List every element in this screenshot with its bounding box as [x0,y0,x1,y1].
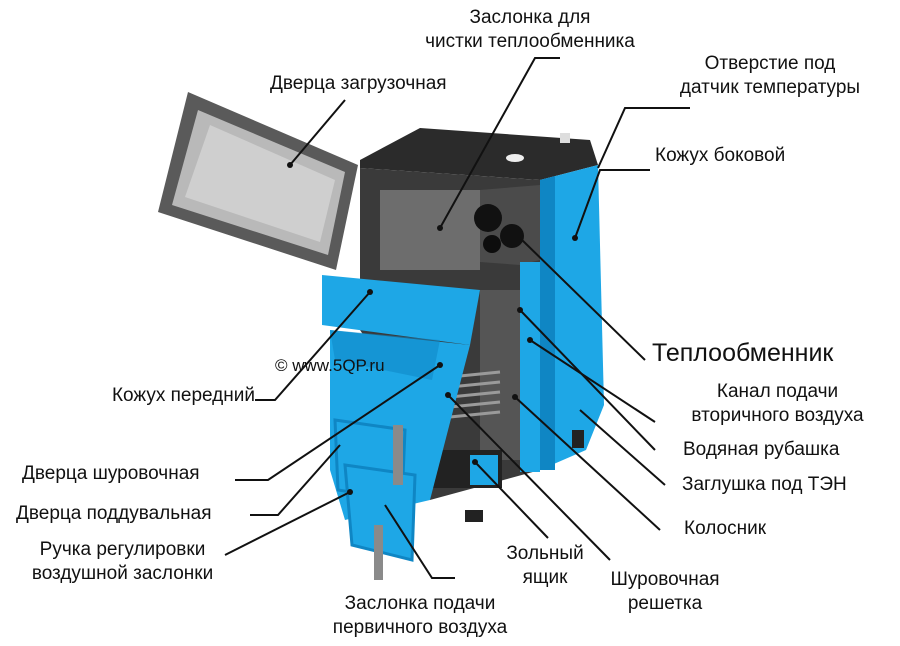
lower-chamber [480,290,520,460]
ash-door [343,463,417,562]
label-secondary-air-channel: Канал подачи вторичного воздуха [655,380,900,428]
label-ash-box-line2: ящик [522,567,568,588]
label-air-damper-line2: воздушной заслонки [31,563,214,584]
label-front-casing: Кожух передний [111,385,255,406]
label-cleaning-damper-line1: Заслонка для [469,7,591,28]
front-casing-shade [330,330,440,380]
label-heater-plug: Заглушка под ТЭН [682,474,847,495]
label-water-jacket: Водяная рубашка [683,439,840,460]
front-casing [322,275,480,345]
label-secondary-air-line1: Канал подачи [716,381,839,402]
top-pipe [560,133,570,143]
ash-door-handle [374,525,383,580]
watermark: © www.5QP.ru [275,356,385,375]
label-primary-air-line2: первичного воздуха [332,617,508,638]
upper-chamber-wall [380,190,480,270]
leader-dots [287,162,578,495]
loading-door-inner [185,125,335,242]
label-primary-air-damper: Заслонка подачи первичного воздуха [300,592,540,640]
label-sensor-hole: Отверстие под датчик температуры [650,52,890,100]
label-heat-exchanger: Теплообменник [652,339,834,367]
water-jacket-strip [520,262,540,472]
label-ash-box-line1: Зольный [506,543,584,564]
heat-exchanger-port-1 [474,204,502,232]
heat-exchanger-port-3 [483,235,501,253]
label-poking-grate-line2: решетка [627,593,703,614]
label-poking-grate: Шуровочная решетка [590,568,740,616]
label-side-casing: Кожух боковой [655,145,786,166]
label-secondary-air-line2: вторичного воздуха [691,405,864,426]
boiler-top-plate [360,128,598,180]
side-casing-edge [540,176,555,470]
label-cleaning-damper: Заслонка для чистки теплообменника [380,6,680,54]
sensor-hole-plug [506,154,524,162]
label-grate: Колосник [684,518,767,539]
label-air-damper-line1: Ручка регулировки [39,539,206,560]
poking-door-handle [393,425,403,485]
side-casing [540,165,604,470]
heat-exchanger-port-2 [500,224,524,248]
label-sensor-hole-line2: датчик температуры [679,77,861,98]
label-ash-box: Зольный ящик [490,542,600,590]
label-primary-air-line1: Заслонка подачи [344,593,496,614]
leader-lines [224,57,690,579]
foot-right [572,430,584,448]
label-sensor-hole-line1: Отверстие под [704,53,836,74]
label-poking-door: Дверца шуровочная [22,463,200,484]
label-poking-grate-line1: Шуровочная [610,569,720,590]
label-loading-door: Дверца загрузочная [270,73,447,94]
label-air-damper-handle: Ручка регулировки воздушной заслонки [5,538,240,586]
label-cleaning-damper-line2: чистки теплообменника [425,31,635,52]
foot-left [465,510,483,522]
label-ash-door: Дверца поддувальная [16,503,212,524]
